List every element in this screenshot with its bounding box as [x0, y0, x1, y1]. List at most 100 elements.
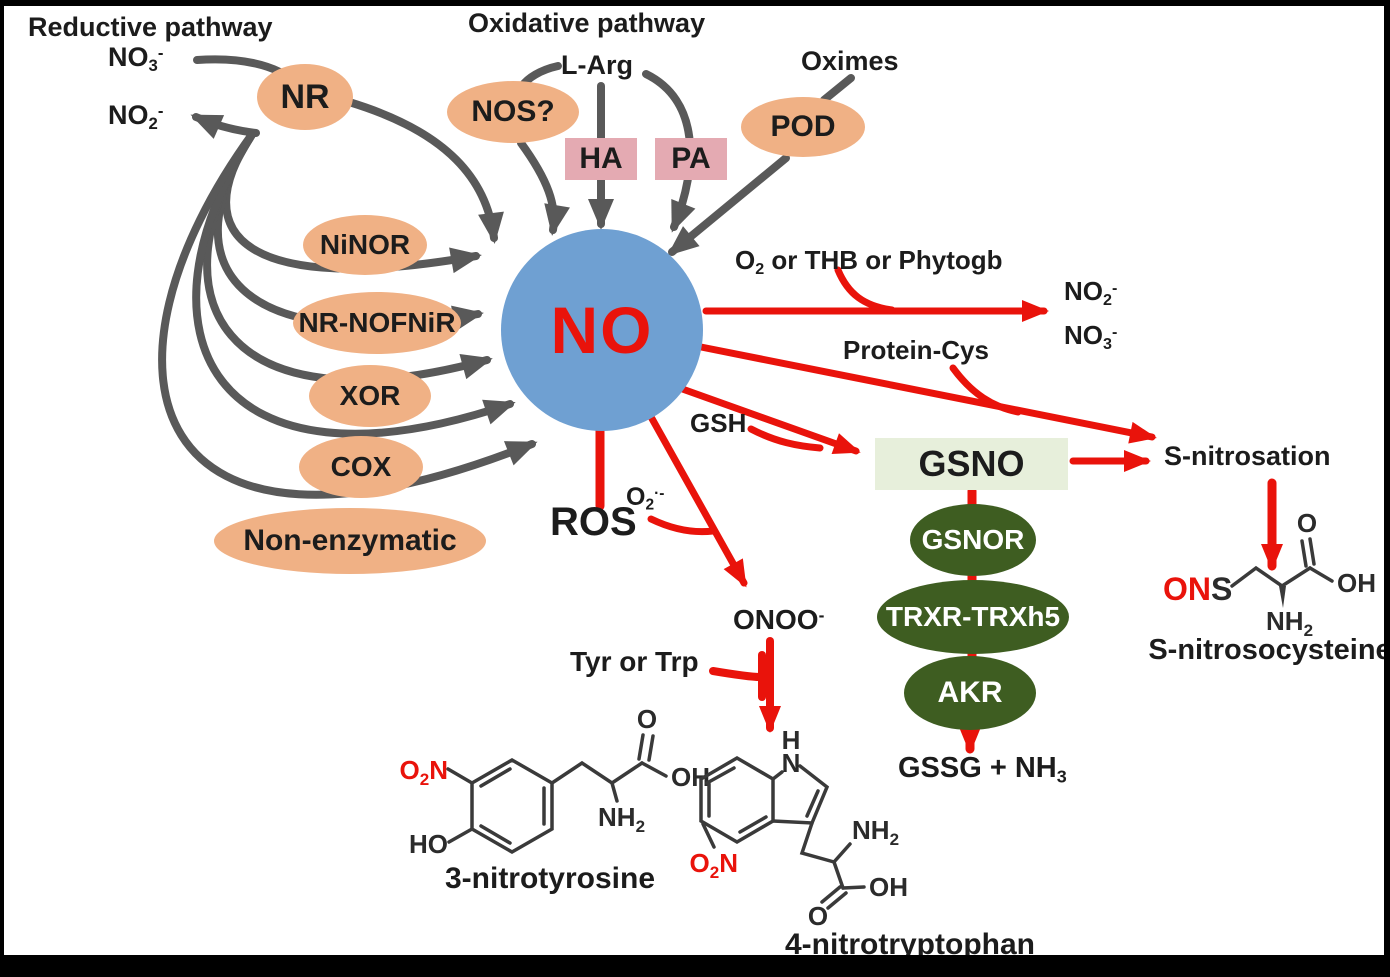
bond-ho — [447, 827, 474, 844]
node-nr-nofnir: NR-NOFNiR — [293, 292, 461, 354]
node-nr-nofnir-label: NR-NOFNiR — [298, 307, 456, 338]
arrow-nr-to-no — [345, 98, 504, 244]
label-gsh: GSH — [690, 408, 747, 438]
arrow-no-to-gsno — [670, 382, 861, 455]
bond-oh — [841, 885, 866, 890]
bond-o-double1 — [820, 885, 842, 904]
bond-o-double1 — [637, 733, 645, 761]
node-pa-label: PA — [671, 142, 711, 175]
bond-o-double2 — [1308, 537, 1316, 566]
double-bond — [805, 789, 820, 818]
pyrrole-ring — [771, 764, 830, 825]
arc-cox-to-no — [192, 129, 516, 438]
o-label: O — [808, 901, 828, 931]
o-label: O — [637, 704, 657, 734]
nh2-label: NH2 — [1266, 606, 1313, 640]
frame-top — [0, 0, 1390, 6]
label-gssg-nh3: GSSG + NH3 — [898, 752, 1067, 787]
bond-chain — [1230, 565, 1312, 589]
n-label: N — [782, 748, 801, 778]
label-3-nitrotyrosine: 3-nitrotyrosine — [444, 862, 656, 895]
arrow-larg-pa-to-no — [642, 70, 696, 233]
h-label: H — [782, 725, 801, 755]
arrow-no-to-onoo — [637, 395, 748, 588]
frame-right — [1384, 0, 1390, 977]
node-xor-label: XOR — [339, 380, 401, 411]
node-cox: COX — [299, 436, 423, 498]
nh2-label: NH2 — [598, 802, 645, 836]
frame-bottom — [0, 955, 1390, 977]
structure-3-nitrotyrosine: O2N HO O OH NH2 — [400, 704, 710, 859]
bond-cooh — [832, 860, 845, 890]
node-nos-label: NOS? — [471, 95, 555, 128]
oh-label: OH — [1337, 568, 1376, 598]
node-ninor: NiNOR — [303, 215, 427, 275]
label-protein-cys: Protein-Cys — [843, 335, 989, 365]
o-label: O — [1297, 508, 1317, 538]
arrow-no-to-snitrosation — [697, 343, 1157, 444]
node-nos: NOS? — [447, 81, 579, 143]
label-s-nitrosocysteine: S-nitrosocysteine — [1148, 634, 1390, 666]
node-pod: POD — [741, 97, 865, 157]
label-o2-thb-phytogb: O2 or THB or Phytogb — [735, 245, 1003, 278]
label-no3-left: NO3- — [108, 42, 164, 76]
nh2-label: NH2 — [852, 815, 899, 849]
double-bond — [479, 767, 512, 788]
gray-arrows — [158, 55, 855, 499]
node-xor: XOR — [309, 365, 431, 427]
node-trxr-trxh5-label: TRXR-TRXh5 — [885, 601, 1061, 632]
bond-oh — [1308, 566, 1334, 583]
label-l-arg: L-Arg — [561, 50, 633, 80]
bond-chain — [799, 821, 836, 864]
node-no-label: NO — [550, 293, 654, 367]
node-pa: PA — [655, 138, 727, 180]
node-gsnor: GSNOR — [910, 504, 1036, 576]
oh-label: OH — [869, 872, 908, 902]
node-akr: AKR — [904, 656, 1036, 730]
label-onoo: ONOO- — [733, 604, 825, 635]
bond-no2 — [446, 767, 474, 785]
label-o2-radical: O2·- — [626, 483, 665, 514]
bond-nh2 — [832, 842, 852, 864]
node-non-enzymatic-label: Non-enzymatic — [243, 524, 457, 557]
node-gsno: GSNO — [875, 438, 1068, 490]
node-nr: NR — [257, 64, 353, 130]
arrow-pod-to-no — [667, 154, 790, 256]
node-gsnor-label: GSNOR — [921, 524, 1025, 555]
double-bond — [705, 766, 736, 785]
heading-oxidative-pathway: Oxidative pathway — [468, 8, 706, 38]
label-ros: ROS — [550, 500, 637, 544]
double-bond — [479, 824, 512, 845]
node-ha: HA — [565, 138, 637, 180]
o2n-label: O2N — [690, 848, 738, 882]
wedge-nh2 — [1279, 586, 1286, 608]
bond-o-double2 — [647, 734, 655, 762]
line-oximes-to-pod — [820, 74, 855, 104]
swoosh-gsh — [747, 425, 824, 452]
swoosh-proteincys — [949, 364, 1022, 416]
swoosh-o2thb — [834, 266, 896, 314]
swoosh-o2radical — [647, 515, 717, 536]
bond-o-double1 — [1300, 539, 1308, 568]
structure-s-nitrosocysteine: ONS O OH NH2 — [1163, 508, 1376, 640]
heading-reductive-pathway: Reductive pathway — [28, 12, 273, 42]
label-oximes: Oximes — [801, 46, 899, 76]
o2n-label: O2N — [400, 755, 448, 789]
bond-to-n — [771, 770, 784, 781]
frame-left — [0, 0, 4, 977]
bond-o-double2 — [826, 891, 848, 910]
bond-oh — [640, 761, 668, 778]
node-ninor-label: NiNOR — [319, 229, 411, 260]
ons-label: ONS — [1163, 571, 1232, 607]
node-gsno-label: GSNO — [918, 443, 1025, 484]
node-nr-label: NR — [280, 77, 330, 116]
node-pod-label: POD — [770, 110, 836, 143]
node-akr-label: AKR — [937, 676, 1003, 709]
label-no2-left: NO2- — [108, 100, 164, 134]
structure-4-nitrotryptophan: H N O2N O OH NH2 — [690, 725, 908, 931]
node-cox-label: COX — [330, 451, 392, 482]
bond-nh2 — [610, 781, 619, 803]
